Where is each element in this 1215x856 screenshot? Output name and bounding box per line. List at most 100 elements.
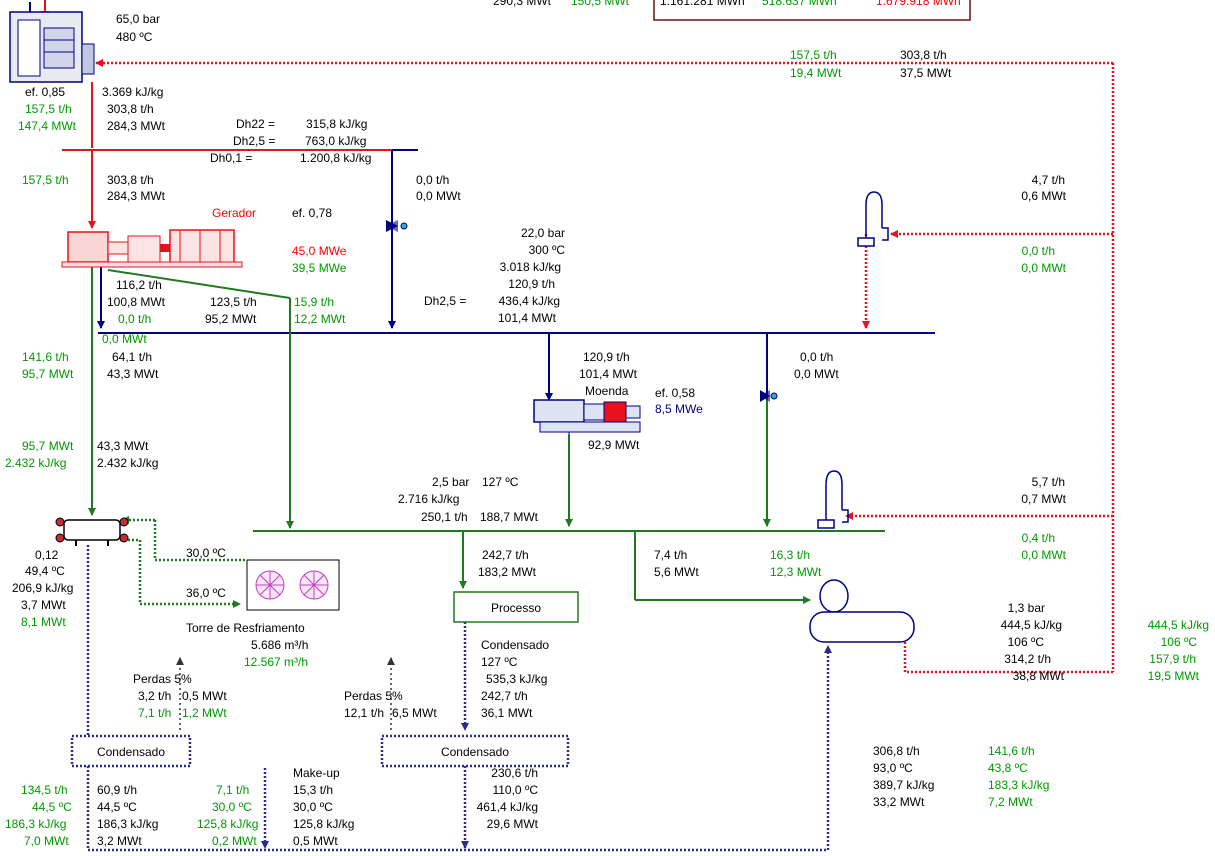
lp-enthalpy: 2.716 kJ/kg	[398, 492, 459, 506]
tout-gf3: 15,9 t/h	[294, 295, 334, 309]
dea-power-green: 19,5 MWt	[1148, 669, 1200, 683]
summary-a: 290,3 MWt	[493, 0, 552, 8]
dea-temperature-green: 106 ºC	[1161, 635, 1198, 649]
process-cond-label: Condensado	[481, 638, 549, 652]
lp-temperature: 127 ºC	[482, 475, 519, 489]
losses2-label: Perdas 5%	[344, 689, 403, 703]
moenda-flow: 120,9 t/h	[583, 350, 630, 364]
deaerator-icon	[809, 579, 915, 643]
makeup-enthalpy-green: 125,8 kJ/kg	[197, 817, 258, 831]
dsb-flow-green: 0,4 t/h	[1022, 531, 1055, 545]
dea-in-flow: 7,4 t/h	[654, 548, 687, 562]
dea-pressure: 1,3 bar	[1008, 601, 1045, 615]
makeup-power-green: 0,2 MWt	[212, 834, 257, 848]
dea-flow: 314,2 t/h	[1004, 652, 1051, 666]
return-flow: 303,8 t/h	[900, 48, 947, 62]
makeup-label: Make-up	[293, 766, 340, 780]
process-cond-enthalpy: 535,3 kJ/kg	[486, 672, 547, 686]
return-flow-green: 157,5 t/h	[790, 48, 837, 62]
cooling-t-in: 36,0 ºC	[186, 586, 226, 600]
extraction-flow-green: 141,6 t/h	[22, 350, 69, 364]
losses1-flow: 3,2 t/h	[138, 689, 171, 703]
dea-in-power: 5,6 MWt	[654, 565, 699, 579]
condenser-ratio: 0,12	[35, 548, 59, 562]
tout-p1: 100,8 MWt	[107, 295, 166, 309]
b1-flow-green: 134,5 t/h	[21, 783, 68, 797]
fw-flow: 306,8 t/h	[873, 744, 920, 758]
dst-power: 0,6 MWt	[1021, 189, 1066, 203]
valve2-flow: 0,0 t/h	[800, 350, 833, 364]
losses1-power: 0,5 MWt	[182, 689, 227, 703]
cond-box2-label: Condensado	[441, 745, 509, 759]
dh22-label: Dh22 =	[236, 117, 275, 131]
h22-dh-label: Dh2,5 =	[424, 294, 466, 308]
moenda-power-blue: 8,5 MWe	[655, 402, 703, 416]
fw-flow-green: 141,6 t/h	[988, 744, 1035, 758]
fw-power-green: 7,2 MWt	[988, 795, 1033, 809]
generator-efficiency: ef. 0,78	[292, 206, 332, 220]
process-cond-flow: 242,7 t/h	[481, 689, 528, 703]
b2-flow: 230,6 t/h	[491, 766, 538, 780]
losses1-power-green: 1,2 MWt	[182, 706, 227, 720]
lp-steam-pipes	[88, 262, 885, 604]
summary-c: 1.161.281 MWh	[660, 0, 745, 8]
cooling-water-pipes	[120, 516, 247, 608]
summary-box	[653, 0, 971, 21]
dea-temperature: 106 ºC	[1008, 635, 1045, 649]
h22-flow: 120,9 t/h	[508, 277, 555, 291]
boiler-efficiency: ef. 0,85	[25, 85, 65, 99]
live-steam-pipes	[41, 0, 416, 229]
summary-b: 150,5 MWt	[571, 0, 630, 8]
cin-enthalpy: 2.432 kJ/kg	[97, 456, 158, 470]
dea-power: 38,8 MWt	[1013, 669, 1065, 683]
boiler-flow-green: 157,5 t/h	[25, 102, 72, 116]
process-in-flow: 242,7 t/h	[482, 548, 529, 562]
fw-power: 33,2 MWt	[873, 795, 925, 809]
dst-power-green: 0,0 MWt	[1021, 261, 1066, 275]
moenda-power: 101,4 MWt	[579, 367, 638, 381]
return-power-green: 19,4 MWt	[790, 66, 842, 80]
process-label: Processo	[491, 601, 541, 615]
condensate-pipes	[86, 545, 832, 852]
turbine-in-flow: 303,8 t/h	[107, 173, 154, 187]
valve2-power: 0,0 MWt	[794, 367, 839, 381]
desuperheater-bottom-icon	[817, 470, 849, 529]
condenser-temperature: 49,4 ºC	[25, 564, 65, 578]
condenser-icon	[55, 517, 129, 546]
b1-enthalpy: 186,3 kJ/kg	[97, 817, 158, 831]
losses1-label: Perdas 5%	[133, 672, 192, 686]
dsb-power-green: 0,0 MWt	[1021, 548, 1066, 562]
dea-in-flow-green: 16,3 t/h	[770, 548, 810, 562]
makeup-flow: 15,3 t/h	[293, 783, 333, 797]
summary-d: 518.637 MWh	[762, 0, 837, 8]
dea-flow-green: 157,9 t/h	[1149, 652, 1196, 666]
fw-enthalpy: 389,7 kJ/kg	[873, 778, 934, 792]
generator-power-red: 45,0 MWe	[292, 244, 347, 258]
condenser-power-green: 8,1 MWt	[21, 615, 66, 629]
b1-power: 3,2 MWt	[97, 834, 142, 848]
dea-enthalpy: 444,5 kJ/kg	[1001, 618, 1062, 632]
makeup-enthalpy: 125,8 kJ/kg	[293, 817, 354, 831]
process-box	[453, 591, 579, 623]
extraction-power-green: 95,7 MWt	[22, 367, 74, 381]
makeup-temp-green: 30,0 ºC	[212, 800, 252, 814]
cin-enthalpy-green: 2.432 kJ/kg	[5, 456, 66, 470]
dst-flow-green: 0,0 t/h	[1022, 244, 1055, 258]
dh01-label: Dh0,1 =	[210, 151, 252, 165]
cooling-tower-icon	[246, 559, 340, 611]
tout-g2: 0,0 MWt	[102, 332, 147, 346]
cin-power-green: 95,7 MWt	[22, 439, 74, 453]
moenda-efficiency: ef. 0,58	[655, 386, 695, 400]
h22-power: 101,4 MWt	[498, 311, 557, 325]
condenser-enthalpy: 206,9 kJ/kg	[12, 581, 73, 595]
process-in-power: 183,2 MWt	[478, 565, 537, 579]
makeup-power: 0,5 MWt	[293, 834, 338, 848]
process-cond-power: 36,1 MWt	[481, 706, 533, 720]
condensate-box-2	[380, 734, 570, 768]
cooling-flow: 5.686 m³/h	[251, 638, 308, 652]
moenda-out-power: 92,9 MWt	[588, 438, 640, 452]
lp-power: 188,7 MWt	[480, 510, 539, 524]
losses2-power: 6,5 MWt	[392, 706, 437, 720]
condenser-power: 3,7 MWt	[21, 598, 66, 612]
extraction-power: 43,3 MWt	[107, 367, 159, 381]
